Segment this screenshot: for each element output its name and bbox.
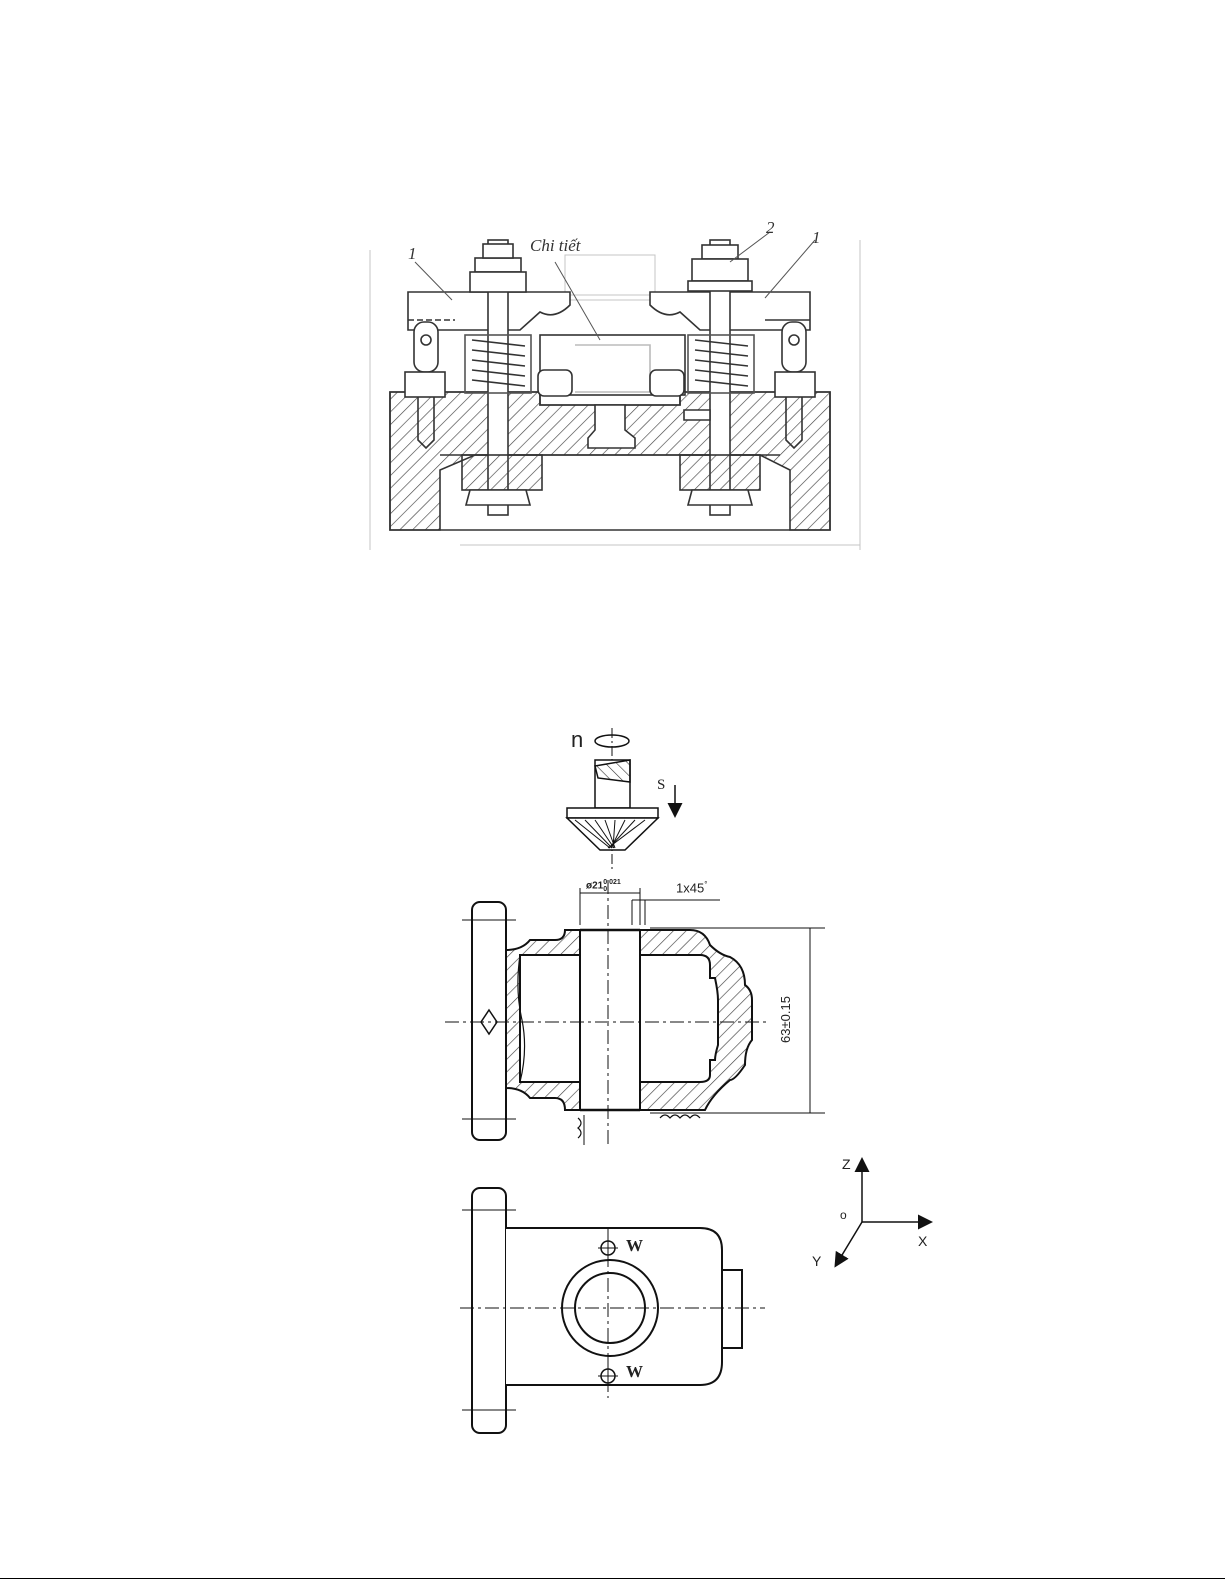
section-view [445, 880, 825, 1145]
plan-view [460, 1188, 765, 1433]
plan-flange [472, 1188, 506, 1433]
support-symbol-left [578, 1118, 581, 1138]
plan-boss [722, 1270, 742, 1348]
axis-origin-label: o [840, 1208, 847, 1222]
right-lower-head [688, 490, 752, 505]
feed-label: S [657, 777, 665, 794]
coordinate-axes [836, 1160, 930, 1265]
right-nut-top [702, 245, 738, 259]
clamp-force-top: W [626, 1236, 643, 1256]
spindle-label: n [571, 727, 583, 753]
axis-z-label: Z [842, 1156, 851, 1172]
bottom-rule [0, 1578, 1225, 1579]
small-screw [684, 410, 710, 420]
section-flange [472, 902, 506, 1140]
chamfer-degree: ° [704, 880, 707, 889]
fixture-assembly [370, 232, 860, 550]
left-lower-head [466, 490, 530, 505]
chamfer-dim-text: 1x45 [676, 880, 704, 895]
left-boss [538, 370, 572, 396]
left-bushing [462, 455, 542, 490]
label-nut: 2 [766, 218, 775, 238]
hole-dim-tol-lower: 0 [603, 886, 621, 893]
clamp-force-bottom: W [626, 1362, 643, 1382]
chamfer-dim-label: 1x45° [676, 880, 707, 895]
right-boss [650, 370, 684, 396]
left-nut [470, 272, 526, 292]
right-bushing [680, 455, 760, 490]
countersink-body [567, 808, 658, 818]
section-through-hole [580, 930, 640, 1110]
height-dim-label: 63±0.15 [778, 996, 793, 1043]
axis-y-label: Y [812, 1253, 821, 1269]
hole-dim-tol-upper: 0.021 [603, 879, 621, 886]
left-nut-top [475, 258, 521, 272]
hole-dim-main: ø21 [586, 881, 603, 892]
y-axis-arrow-icon [836, 1222, 862, 1265]
axis-x-label: X [918, 1233, 927, 1249]
right-nut [692, 259, 748, 281]
label-clamp-left: 1 [408, 244, 417, 264]
support-symbol-right [660, 1115, 700, 1118]
label-part: Chi tiết [530, 236, 581, 256]
label-clamp-right: 1 [812, 228, 821, 248]
